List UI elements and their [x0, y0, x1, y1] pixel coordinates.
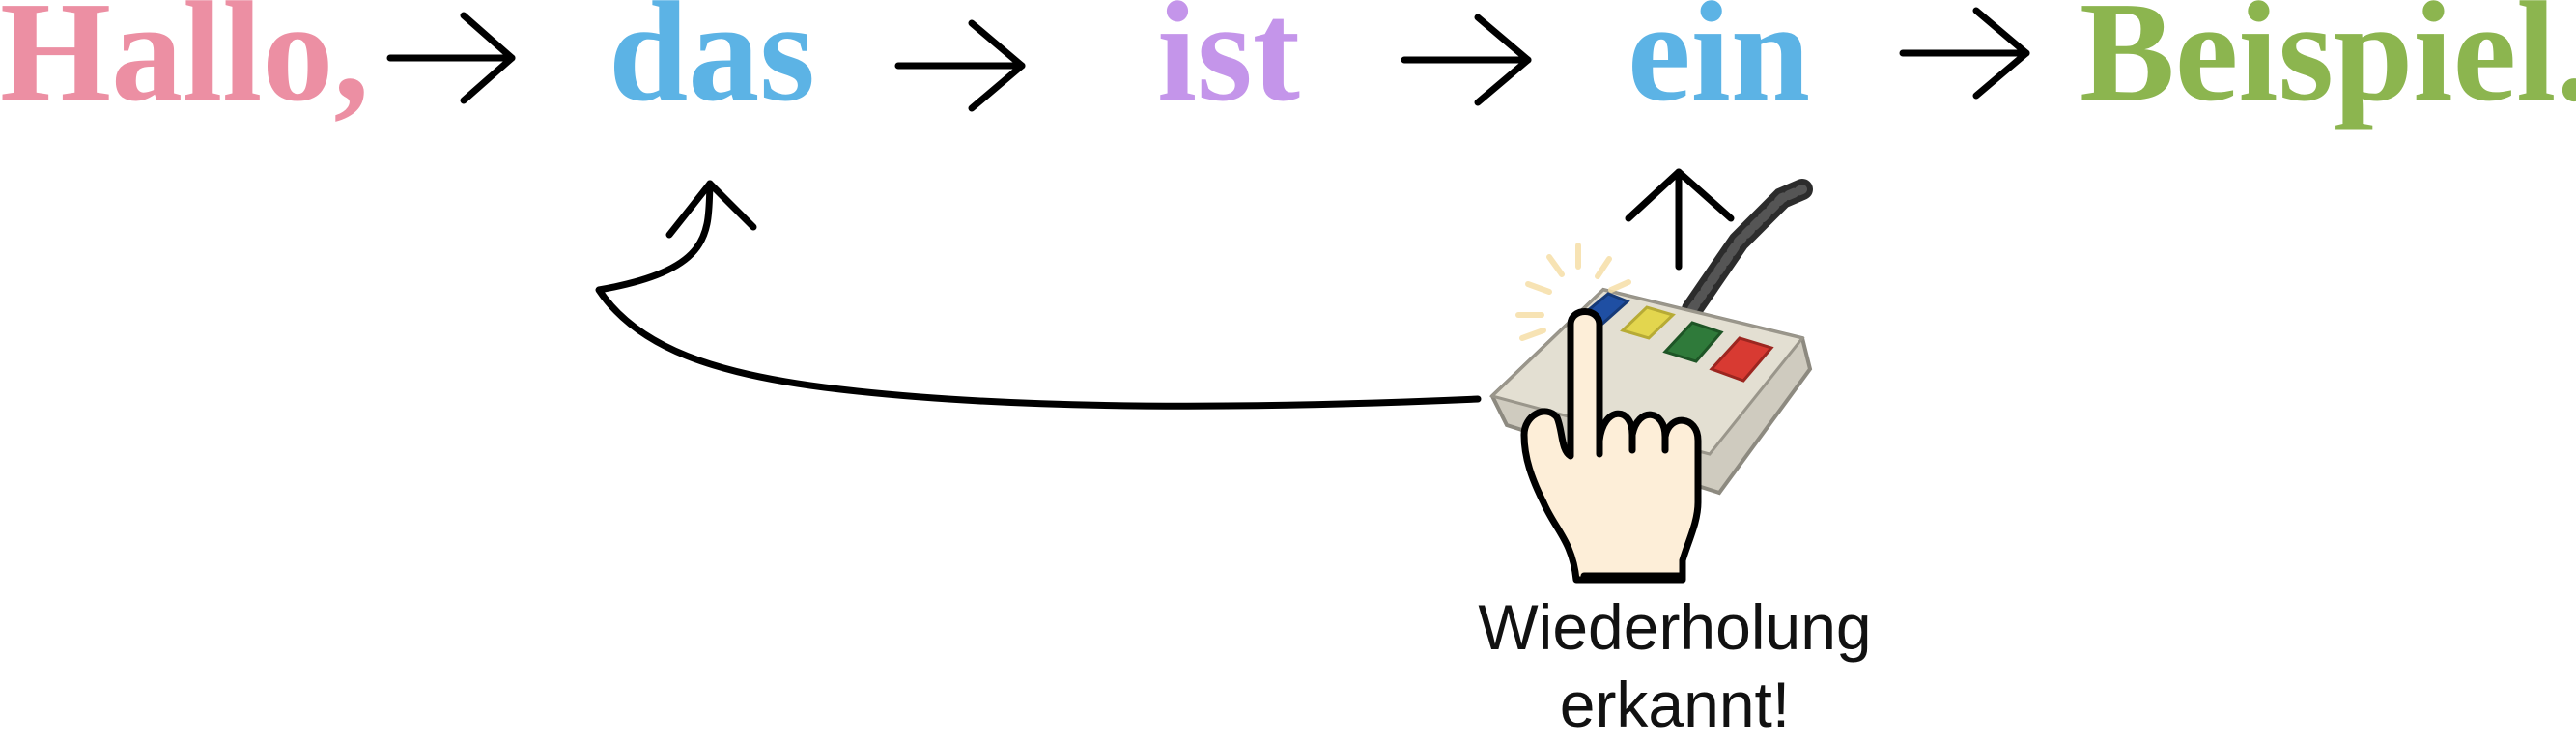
caption-line-2: erkannt! — [1560, 669, 1790, 740]
word-ein: ein — [1628, 0, 1810, 131]
caption-line-1: Wiederholung — [1478, 591, 1871, 663]
red-button — [1709, 336, 1774, 383]
word-hallo: Hallo, — [0, 0, 369, 131]
repeat-curved-arrow-icon — [595, 180, 1482, 410]
word-ist: ist — [1157, 0, 1300, 131]
arrow-right-icon — [386, 12, 516, 104]
press-glow-icon — [1515, 243, 1631, 341]
word-beispiel: Beispiel. — [2080, 0, 2576, 131]
arrow-right-icon — [1401, 14, 1532, 106]
yellow-button — [1620, 305, 1676, 340]
arrow-right-icon — [894, 19, 1026, 112]
word-das: das — [609, 0, 815, 131]
arrow-right-icon — [1899, 7, 2030, 100]
arrow-up-icon — [1625, 168, 1735, 271]
pointing-hand-icon — [1520, 308, 1702, 584]
green-button — [1662, 321, 1724, 363]
